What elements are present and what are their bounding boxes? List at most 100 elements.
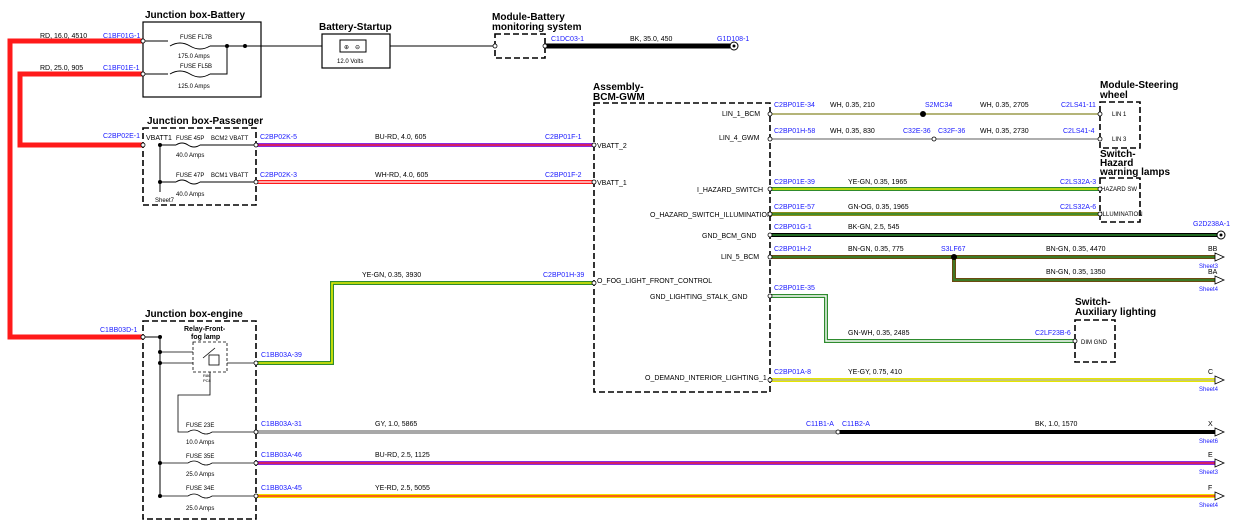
fuse-47p-symbol — [175, 179, 201, 185]
pjb-bcm1: BCM1 VBATT — [211, 173, 249, 179]
dest-ba-sheet[interactable]: Sheet4 — [1199, 287, 1219, 293]
wire-gy-label: GY, 1.0, 5865 — [375, 421, 417, 428]
wire-lin1 — [770, 111, 1100, 117]
wire-interior-label: YE-GY, 0.75, 410 — [848, 369, 902, 376]
connector-c1bf01g-1: C1BF01G-1 — [103, 33, 140, 40]
fuse-34e-label: FUSE 34E — [186, 486, 214, 492]
pin-circles — [140, 43, 1103, 499]
wire-yerd-5055 — [256, 491, 1225, 501]
relay-switch-icon — [202, 347, 216, 359]
connector-c1dc03-1: C1DC03-1 — [551, 36, 584, 43]
connector-c1bb03a-39: C1BB03A-39 — [261, 352, 302, 359]
connector-c1bf01e-1: C1BF01E-1 — [103, 65, 140, 72]
relay-pins-2: PC8 — [203, 378, 212, 383]
wire-bat1-label: RD, 16.0, 4510 — [40, 33, 87, 40]
module-battery-monitoring: Module-Battery monitoring system C1DC03-… — [492, 12, 749, 59]
connector-c2bp01h-58: C2BP01H-58 — [774, 128, 815, 135]
battery-plus-icon: ⊕ — [344, 45, 349, 51]
aux-title-2: Auxiliary lighting — [1075, 307, 1156, 318]
pjb-sheet: Sheet7 — [155, 198, 175, 204]
switch-auxiliary-lighting: Switch- Auxiliary lighting DIM GND — [1074, 297, 1156, 363]
arrow-x-icon — [1214, 427, 1225, 437]
dest-ba: BA — [1208, 269, 1218, 276]
pjb-vbatt1: VBATT1 — [146, 135, 172, 142]
connector-c2bp02k-5: C2BP02K-5 — [260, 134, 297, 141]
fuse-34e-amps: 25.0 Amps — [186, 506, 214, 512]
fuse-35e-amps: 25.0 Amps — [186, 472, 214, 478]
battery-startup-title: Battery-Startup — [319, 22, 392, 33]
wire-whrd-label: WH-RD, 4.0, 605 — [375, 172, 428, 179]
connector-c2lf23b-6: C2LF23B-6 — [1035, 330, 1071, 337]
pin-vbatt2: VBATT_2 — [597, 143, 627, 150]
fuse-fl7b-label: FUSE FL7B — [180, 35, 212, 41]
dest-f-sheet[interactable]: Sheet4 — [1199, 503, 1219, 509]
fuse-fl7b-symbol — [169, 42, 211, 50]
connector-c2ls32a-6: C2LS32A-6 — [1060, 204, 1096, 211]
connector-c2bp01f-1: C2BP01F-1 — [545, 134, 582, 141]
dest-bb-sheet[interactable]: Sheet3 — [1199, 264, 1219, 270]
mbms-title-2: monitoring system — [492, 22, 582, 33]
hazard-title-2: Hazard — [1100, 158, 1133, 169]
fuse-34e-symbol — [187, 493, 213, 499]
junction-box-passenger-title: Junction box-Passenger — [147, 116, 263, 127]
arrow-e-icon — [1214, 458, 1225, 468]
wire-bk1-label: BK, 1.0, 1570 — [1035, 421, 1078, 428]
connector-c2bp01a-8: C2BP01A-8 — [774, 369, 811, 376]
wire-lin4 — [770, 136, 1100, 142]
wire-interior-lighting — [770, 375, 1225, 385]
dest-e: E — [1208, 452, 1213, 459]
junction-box-battery-title: Junction box-Battery — [145, 10, 245, 21]
wire-fog-front — [256, 281, 594, 365]
fuse-fl7b-amps: 175.0 Amps — [178, 54, 210, 60]
connector-c2bp02e-1: C2BP02E-1 — [103, 133, 140, 140]
fuse-35e-label: FUSE 35E — [186, 454, 214, 460]
dest-c-sheet[interactable]: Sheet4 — [1199, 387, 1219, 393]
wire-dim-gnd — [770, 294, 1075, 343]
fuse-45p-symbol — [175, 142, 201, 148]
pin-ohaz: O_HAZARD_SWITCH_ILLUMINATION — [650, 212, 772, 219]
fuse-fl5b-label: FUSE FL5B — [180, 64, 212, 70]
connector-c1bb03a-45: C1BB03A-45 — [261, 485, 302, 492]
connector-c2ls41-4: C2LS41-4 — [1063, 128, 1095, 135]
pjb-fuse47: FUSE 47P — [176, 173, 204, 179]
pin-oint: O_DEMAND_INTERIOR_LIGHTING_1 — [645, 375, 767, 382]
relay-front-fog-lamp — [192, 341, 228, 373]
connector-c2bp01h-2: C2BP01H-2 — [774, 246, 811, 253]
wire-lin1b-label: WH, 0.35, 2705 — [980, 102, 1029, 109]
connector-c2bp01e-35: C2BP01E-35 — [774, 285, 815, 292]
dest-e-sheet[interactable]: Sheet3 — [1199, 470, 1219, 476]
wire-gnd-label: BK-GN, 2.5, 545 — [848, 224, 899, 231]
wire-haz-label: YE-GN, 0.35, 1965 — [848, 179, 907, 186]
wire-bat2-label: RD, 25.0, 905 — [40, 65, 83, 72]
connector-c11b2-a: C11B2-A — [842, 421, 870, 428]
module-steering-wheel: Module-Steering wheel LIN 1 LIN 3 — [1099, 80, 1178, 149]
pin-lin4: LIN_4_GWM — [719, 135, 760, 142]
wire-lin5c-label: BN-GN, 0.35, 1350 — [1046, 269, 1106, 276]
connector-c2ls32a-3: C2LS32A-3 — [1060, 179, 1096, 186]
battery-minus-icon: ⊖ — [355, 45, 360, 51]
wire-hazill-label: GN-OG, 0.35, 1965 — [848, 204, 909, 211]
steering-title-2: wheel — [1099, 90, 1128, 101]
connector-c32e-36: C32E-36 — [903, 128, 931, 135]
pin-ofog: O_FOG_LIGHT_FRONT_CONTROL — [597, 278, 712, 285]
wire-burd-label: BU-RD, 4.0, 605 — [375, 134, 426, 141]
bcm-gwm-assembly: Assembly- BCM-GWM LIN_1_BCM LIN_4_GWM VB… — [593, 82, 772, 393]
dest-x-sheet[interactable]: Sheet6 — [1199, 439, 1219, 445]
dest-x: X — [1208, 421, 1213, 428]
relay-title-2: fog lamp — [191, 334, 220, 341]
hazard-title-3: warning lamps — [1099, 167, 1170, 178]
battery-startup: Battery-Startup ⊕ ⊖ 12.0 Volts — [261, 22, 495, 69]
bcm-title-1: Assembly- — [593, 82, 644, 93]
pjb-bcm2: BCM2 VBATT — [211, 136, 249, 142]
connector-c2bp02k-3: C2BP02K-3 — [260, 172, 297, 179]
battery-volts: 12.0 Volts — [337, 59, 363, 65]
pin-ihaz: I_HAZARD_SWITCH — [697, 187, 763, 194]
pin-gndls: GND_LIGHTING_STALK_GND — [650, 294, 748, 301]
connector-c2bp01f-2: C2BP01F-2 — [545, 172, 582, 179]
connector-g1d108-1: G1D108-1 — [717, 36, 749, 43]
arrow-bb-icon — [1214, 252, 1225, 262]
pjb-amps45: 40.0 Amps — [176, 153, 204, 159]
arrow-c-icon — [1214, 375, 1225, 385]
wire-lin5 — [770, 252, 1225, 285]
